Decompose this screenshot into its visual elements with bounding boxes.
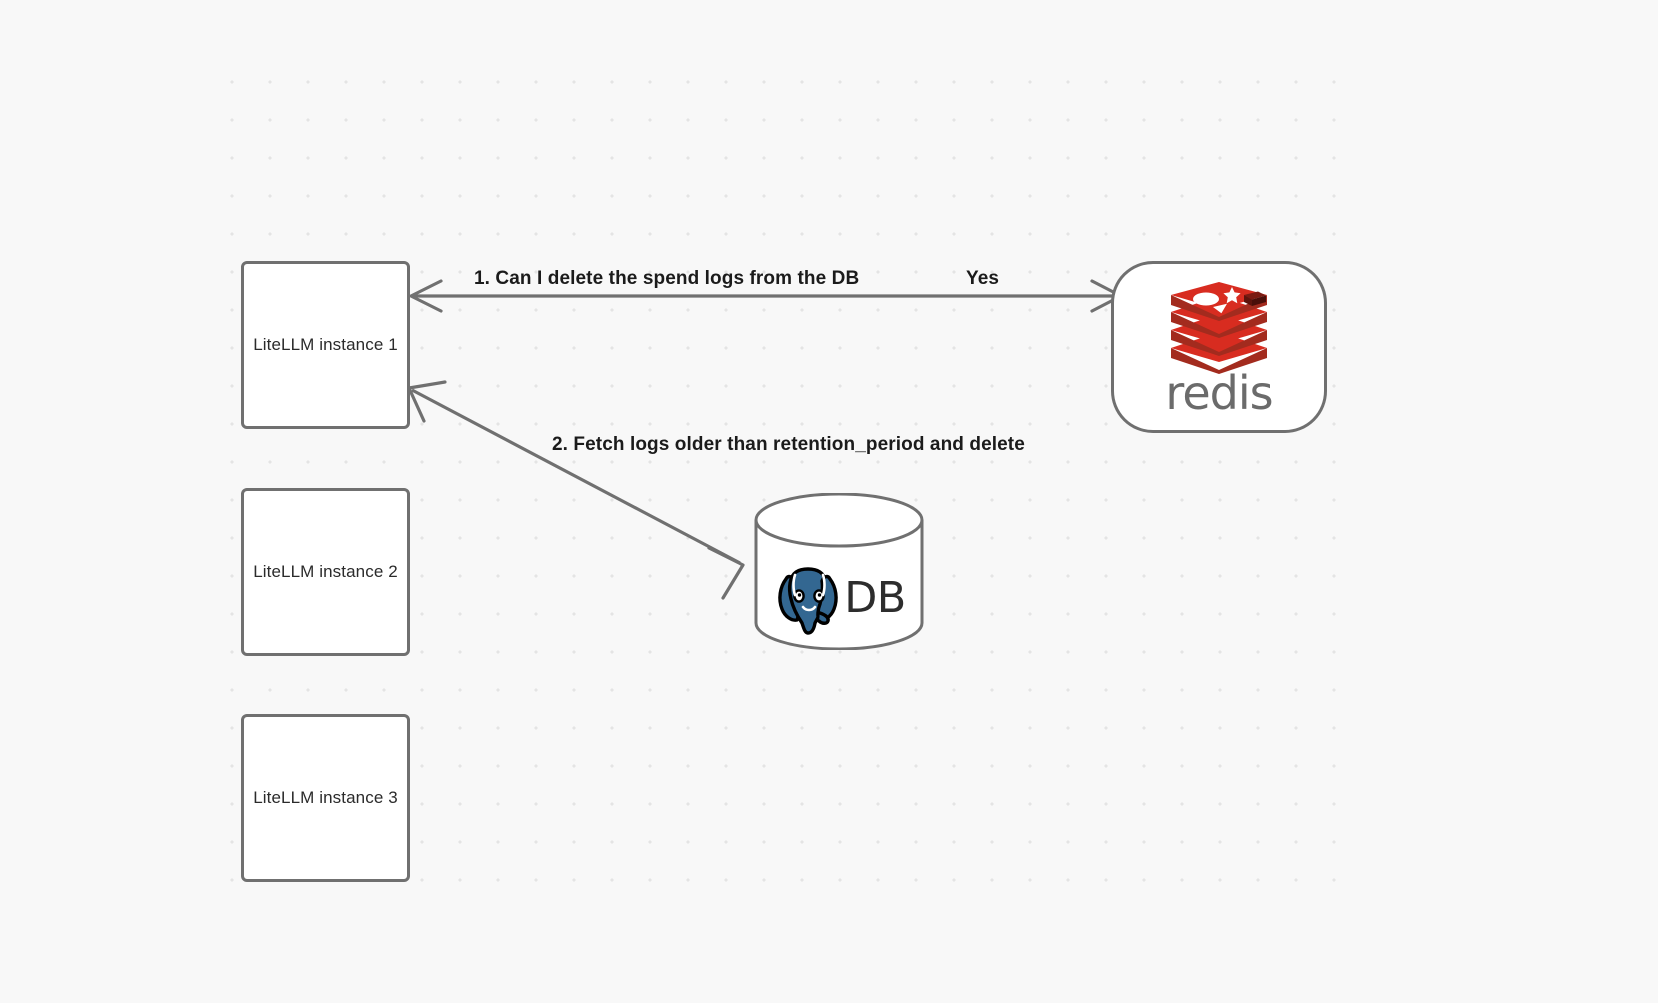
redis-stack-icon (1171, 282, 1267, 375)
edge-instance1-db (407, 380, 745, 600)
node-redis[interactable]: redis (1111, 261, 1327, 433)
edge-label-step-2: 2. Fetch logs older than retention_perio… (552, 434, 1025, 455)
arrowhead-upleft (407, 380, 447, 423)
edge-label-redis-reply: Yes (966, 268, 1000, 289)
postgresql-elephant-icon (778, 566, 838, 635)
redis-logo: redis (1165, 282, 1274, 421)
edge-label-step-1: 1. Can I delete the spend logs from the … (474, 268, 860, 289)
db-content: DB (753, 545, 925, 650)
node-label: LiteLLM instance 2 (253, 562, 398, 581)
node-litellm-instance-3[interactable]: LiteLLM instance 3 (241, 714, 410, 882)
node-postgres-db[interactable]: DB (753, 493, 925, 650)
node-label: LiteLLM instance 1 (253, 335, 398, 354)
arrowhead-left (409, 279, 443, 313)
redis-wordmark: redis (1165, 366, 1273, 421)
node-label: LiteLLM instance 3 (253, 788, 398, 807)
node-litellm-instance-2[interactable]: LiteLLM instance 2 (241, 488, 410, 656)
db-label: DB (844, 572, 906, 623)
arrowhead-downright (707, 546, 745, 600)
node-litellm-instance-1[interactable]: LiteLLM instance 1 (241, 261, 410, 429)
